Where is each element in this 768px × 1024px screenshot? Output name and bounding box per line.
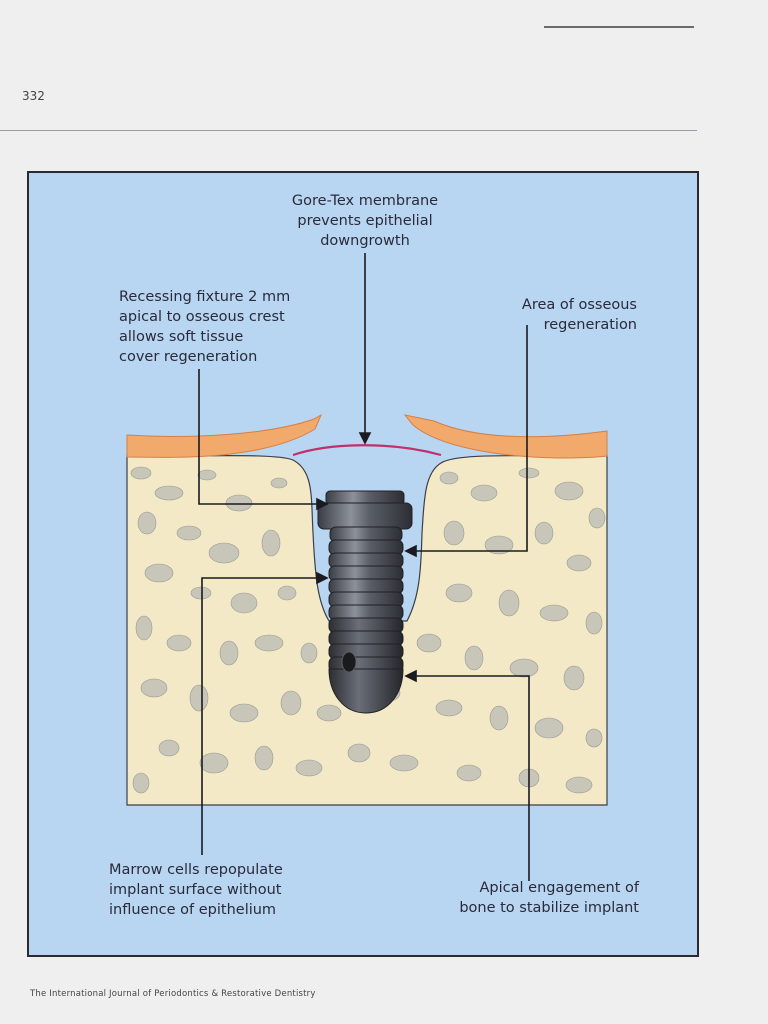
- marrow-label: Marrow cells repopulate implant surface …: [109, 862, 283, 918]
- implant-diagram: [126, 253, 608, 881]
- regeneration-label: Area of osseous regeneration: [521, 297, 637, 333]
- recessing-label: Recessing fixture 2 mm apical to osseous…: [119, 289, 291, 365]
- soft-tissue-left: [126, 413, 323, 458]
- membrane-label: Gore-Tex membrane prevents epithelial do…: [291, 193, 439, 249]
- implant-fixture: [317, 490, 413, 714]
- soft-tissue-right: [403, 414, 608, 459]
- header-rule: [0, 130, 697, 131]
- journal-footer: The International Journal of Periodontic…: [30, 989, 316, 999]
- figure-panel: Gore-Tex membrane prevents epithelial do…: [27, 171, 699, 957]
- goretex-membrane: [292, 444, 442, 457]
- top-rule: [544, 26, 694, 28]
- cancellous-bone-texture: [130, 466, 606, 794]
- leader-lines: [198, 253, 530, 881]
- apical-label: Apical engagement of bone to stabilize i…: [459, 880, 639, 916]
- page-number: 332: [22, 89, 45, 103]
